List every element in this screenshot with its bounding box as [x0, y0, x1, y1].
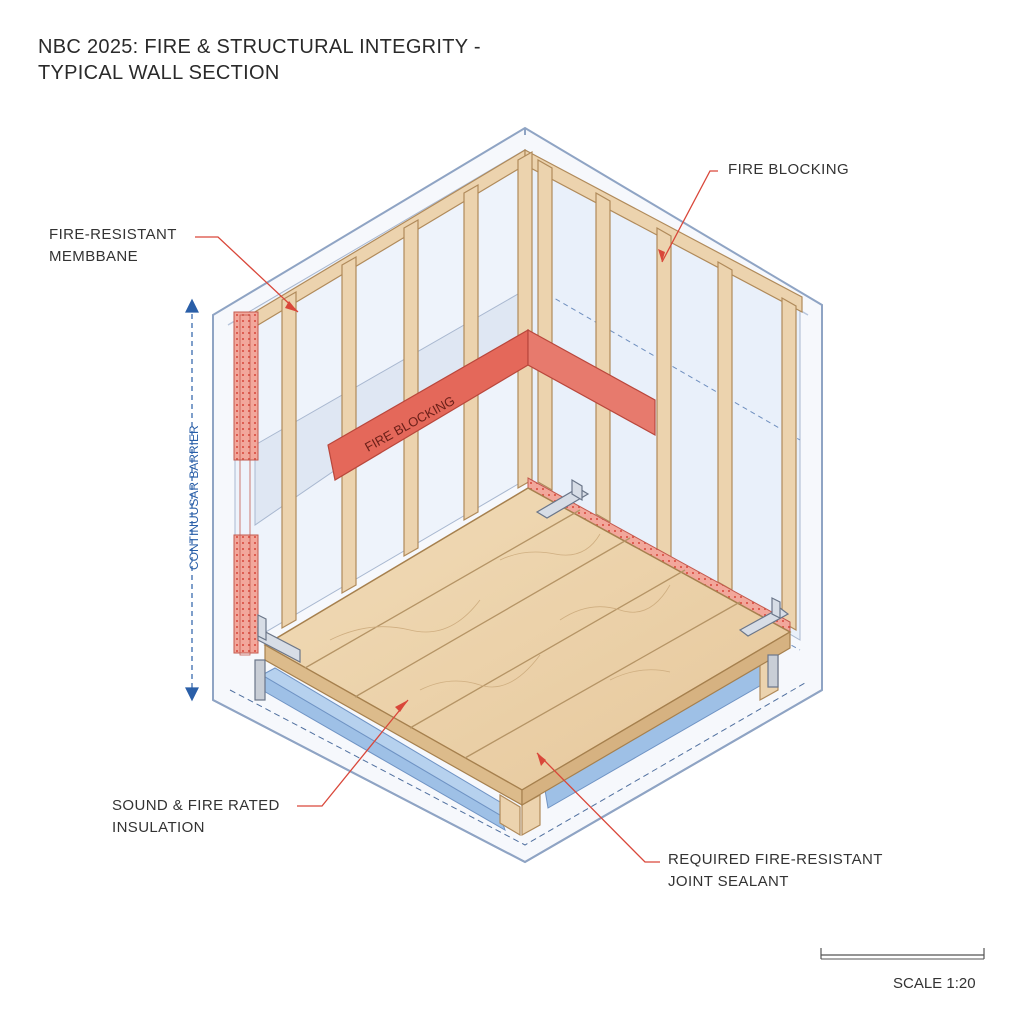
callout-fire-resistant-membrane: FIRE-RESISTANT MEMBBANE: [49, 224, 177, 268]
diagram-title: NBC 2025: FIRE & STRUCTURAL INTEGRITY - …: [38, 34, 481, 86]
continuous-barrier-dimension: [185, 298, 199, 702]
leader-lines: [195, 170, 718, 863]
callout-membrane-line-2: MEMBBANE: [49, 248, 139, 265]
callout-fire-blocking-line-1: FIRE BLOCKING: [728, 161, 850, 178]
callout-joint-sealant: REQUIRED FIRE-RESISTANT JOINT SEALANT: [668, 849, 883, 893]
base-channel: [212, 682, 823, 864]
continuous-barrier-label: CONTINUUSAR BARRIER: [187, 425, 201, 570]
continuous-barrier-column: [233, 311, 259, 656]
callout-membrane-line-1: FIRE-RESISTANT: [49, 226, 177, 243]
callout-fire-blocking: FIRE BLOCKING: [728, 159, 849, 181]
leader-insulation: [297, 699, 409, 807]
leader-arrowheads: [285, 249, 665, 766]
callout-sound-fire-insulation: SOUND & FIRE RATED INSULATION: [112, 795, 280, 839]
leader-fire-blocking: [661, 170, 718, 263]
right-wall-studs: [537, 158, 797, 632]
fire-blocking-band: [327, 328, 656, 481]
scale-bar: [820, 948, 985, 960]
callout-sealant-line-2: JOINT SEALANT: [668, 873, 789, 890]
callout-insulation-line-2: INSULATION: [112, 819, 205, 836]
callout-insulation-line-1: SOUND & FIRE RATED: [112, 797, 280, 814]
leader-membrane: [195, 236, 299, 313]
left-wall-studs: [281, 150, 533, 630]
title-line-1: NBC 2025: FIRE & STRUCTURAL INTEGRITY -: [38, 36, 481, 58]
leader-sealant: [536, 752, 660, 863]
callout-sealant-line-1: REQUIRED FIRE-RESISTANT: [668, 851, 883, 868]
title-line-2: TYPICAL WALL SECTION: [38, 62, 280, 84]
scale-label: SCALE 1:20: [893, 975, 976, 992]
steel-bracket: [254, 478, 790, 701]
